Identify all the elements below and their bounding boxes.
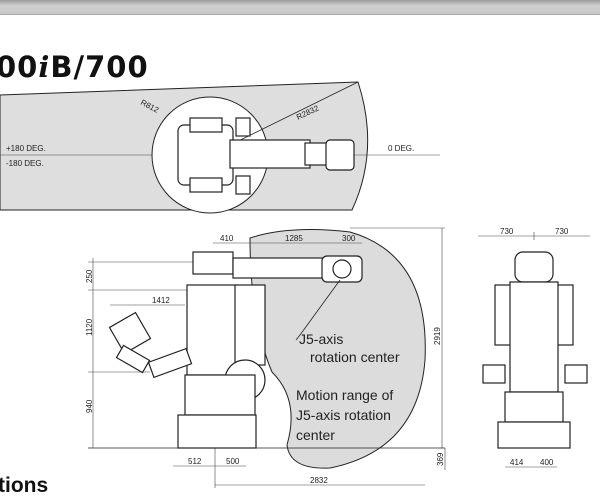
dim-369: 369 (436, 452, 445, 466)
title-prefix: 00 (0, 50, 39, 84)
range-label-line1: Motion range of (296, 387, 393, 403)
window-top-bar (0, 0, 600, 15)
plus-180-label: +180 DEG. (6, 144, 46, 153)
dim-940: 940 (85, 399, 94, 413)
dim-1285: 1285 (285, 234, 303, 243)
title-suffix: B/700 (50, 50, 149, 84)
top-view: +180 DEG. -180 DEG. 0 DEG. R812 R2832 (0, 81, 440, 214)
top-view-robot (177, 117, 355, 195)
dim-730-right: 730 (555, 227, 569, 236)
j5-label-line1: J5-axis (299, 331, 343, 347)
zero-deg-label: 0 DEG. (388, 144, 414, 153)
dim-414: 414 (510, 458, 524, 467)
dim-512: 512 (188, 457, 202, 466)
section-heading: tions (0, 474, 49, 497)
title-italic: i (38, 50, 51, 84)
range-label-line3: center (296, 427, 335, 443)
dim-410: 410 (220, 234, 234, 243)
front-view-robot (482, 251, 588, 449)
minus-180-label: -180 DEG. (6, 159, 44, 168)
dim-2919: 2919 (433, 327, 442, 345)
dim-500: 500 (226, 457, 240, 466)
dim-1412: 1412 (152, 296, 170, 305)
dim-2832: 2832 (310, 476, 328, 485)
j5-label-line2: rotation center (310, 349, 400, 365)
dim-300: 300 (342, 234, 356, 243)
range-label-line2: J5-axis rotation (296, 407, 391, 423)
front-view: 730 730 414 400 (478, 227, 590, 468)
dim-1120: 1120 (85, 318, 94, 336)
side-view-robot (108, 251, 363, 449)
page-title: 00iB/700 (0, 50, 149, 84)
dim-400: 400 (540, 458, 554, 467)
dim-730-left: 730 (500, 227, 514, 236)
dim-250: 250 (85, 269, 94, 283)
side-view: 410 1285 300 250 1412 1120 940 2919 369 … (85, 227, 446, 488)
j5-motion-range (249, 229, 426, 469)
